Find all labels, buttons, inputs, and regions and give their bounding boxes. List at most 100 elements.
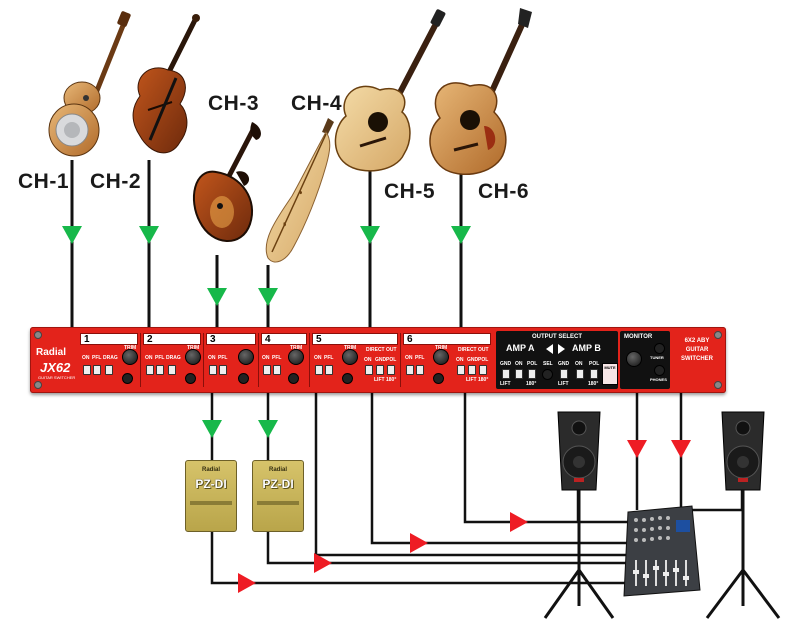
output-jack-ch3[interactable] <box>238 373 249 384</box>
ch2-label: CH-2 <box>90 170 142 193</box>
arrow-ch5 <box>360 226 380 244</box>
mandolin-icon <box>192 122 261 242</box>
sel-jack[interactable] <box>542 369 553 380</box>
switch-label: POL <box>589 361 600 367</box>
trim-knob-ch3[interactable] <box>238 349 254 365</box>
tuner-label: TUNER <box>650 355 664 360</box>
on-switch-ch3[interactable] <box>209 365 217 375</box>
di-stripe <box>257 501 299 505</box>
channel-divider <box>309 333 310 387</box>
pol-switch-amp-a[interactable] <box>528 369 536 379</box>
acoustic-guitar-icon <box>334 9 446 172</box>
gnd-switch-amp-a[interactable] <box>502 369 510 379</box>
arrow-di2-to-mixer <box>314 553 332 573</box>
on-switch-amp-a[interactable] <box>515 369 523 379</box>
arrow-ch5-to-mixer <box>410 533 428 553</box>
trim-knob-ch4[interactable] <box>288 349 304 365</box>
phones-jack[interactable] <box>654 365 665 376</box>
switch-label: POL <box>527 361 538 367</box>
jumbo-guitar-icon <box>429 8 532 175</box>
trim-knob-ch5[interactable] <box>342 349 358 365</box>
arrow-ch1 <box>62 226 82 244</box>
on-switch-ch1[interactable] <box>83 365 91 375</box>
pol-switch-ch5[interactable] <box>387 365 395 375</box>
switch-label: ON <box>314 355 322 361</box>
arrow-ch2 <box>139 226 159 244</box>
arrow-ch6 <box>451 226 471 244</box>
mute-button[interactable]: MUTE <box>602 363 618 385</box>
gnd-switch-ch5[interactable] <box>376 365 384 375</box>
brand-logo: Radial <box>36 347 67 358</box>
on-switch-ch2[interactable] <box>146 365 154 375</box>
pfl-switch-ch5[interactable] <box>325 365 333 375</box>
output-jack-ch2[interactable] <box>185 373 196 384</box>
switch-sub-label: 180° <box>478 377 489 383</box>
drag-switch-ch1[interactable] <box>105 365 113 375</box>
switch-label: ON <box>575 361 583 367</box>
switch-label: PFL <box>155 355 165 361</box>
channel-divider <box>140 333 141 387</box>
output-arrows <box>238 440 691 593</box>
trim-knob-ch6[interactable] <box>433 349 449 365</box>
amp-a-label: AMP A <box>506 343 535 353</box>
switch-label: ON <box>456 357 464 363</box>
tuner-jack[interactable] <box>654 343 665 354</box>
direct-on-switch-ch5[interactable] <box>365 365 373 375</box>
output-jack-ch4[interactable] <box>288 373 299 384</box>
output-jack-ch6[interactable] <box>433 373 444 384</box>
gnd-switch-ch6[interactable] <box>468 365 476 375</box>
model-subtitle: GUITAR SWITCHER <box>38 375 76 380</box>
on-switch-ch6[interactable] <box>406 365 414 375</box>
output-jack-ch5[interactable] <box>342 373 353 384</box>
mixer-icon <box>623 505 701 597</box>
rack-screw <box>34 381 42 389</box>
arrow-amp-a <box>627 440 647 458</box>
switch-label: ON <box>515 361 523 367</box>
output-jack-ch1[interactable] <box>122 373 133 384</box>
pfl-switch-ch6[interactable] <box>416 365 424 375</box>
ch5-label: CH-5 <box>384 180 436 203</box>
violin-icon <box>132 14 200 154</box>
pfl-switch-ch2[interactable] <box>156 365 164 375</box>
trim-label: TRIM <box>435 345 448 351</box>
on-switch-ch4[interactable] <box>263 365 271 375</box>
direct-out-label: DIRECT OUT <box>366 347 397 353</box>
output-select-panel: OUTPUT SELECT AMP A AMP B GND ON POL SEL… <box>496 331 618 389</box>
drag-switch-ch2[interactable] <box>168 365 176 375</box>
switch-label: ON <box>364 357 372 363</box>
switch-label: PFL <box>324 355 334 361</box>
trim-knob-ch1[interactable] <box>122 349 138 365</box>
trim-label: TRIM <box>187 345 200 351</box>
switch-label: POL <box>478 357 489 363</box>
di-brand: Radial <box>201 467 220 473</box>
switch-label: PFL <box>92 355 102 361</box>
monitor-level-knob[interactable] <box>626 351 642 367</box>
on-switch-ch5[interactable] <box>315 365 323 375</box>
switch-label: GND <box>558 361 570 367</box>
left-speaker-icon <box>543 411 615 619</box>
pol-switch-ch6[interactable] <box>479 365 487 375</box>
switch-label: PFL <box>218 355 228 361</box>
channel-divider <box>258 333 259 387</box>
pfl-switch-ch3[interactable] <box>219 365 227 375</box>
channel-2-strip-label: 2 <box>143 333 201 345</box>
direct-on-switch-ch6[interactable] <box>457 365 465 375</box>
on-switch-amp-b[interactable] <box>576 369 584 379</box>
pol-switch-amp-b[interactable] <box>590 369 598 379</box>
di-stripe <box>190 501 232 505</box>
trim-knob-ch2[interactable] <box>185 349 201 365</box>
pfl-switch-ch1[interactable] <box>93 365 101 375</box>
switch-label: GND <box>500 361 512 367</box>
switch-label: ON <box>145 355 153 361</box>
switch-sub-label: 180° <box>526 381 537 387</box>
switch-sub-label: LIFT <box>374 377 385 383</box>
model-name: JX62 <box>40 360 71 375</box>
pfl-switch-ch4[interactable] <box>273 365 281 375</box>
switch-label: PFL <box>272 355 282 361</box>
di-model: PZ-DI <box>195 477 227 491</box>
switch-label: GND <box>375 357 387 363</box>
gnd-switch-amp-b[interactable] <box>560 369 568 379</box>
switch-label: ON <box>82 355 90 361</box>
arrow-di1-to-mixer <box>238 573 256 593</box>
